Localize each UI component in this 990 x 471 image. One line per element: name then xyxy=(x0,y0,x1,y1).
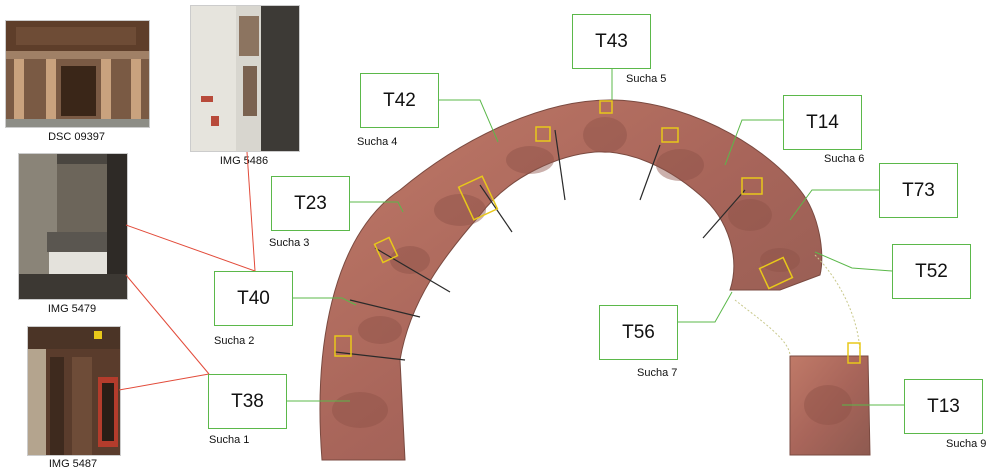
tag-t56: T56 xyxy=(599,305,678,360)
label-sucha-3: Sucha 3 xyxy=(269,237,309,249)
tag-t42: T42 xyxy=(360,73,439,128)
tag-t43: T43 xyxy=(572,14,651,69)
label-sucha-4: Sucha 4 xyxy=(357,136,397,148)
label-sucha-2: Sucha 2 xyxy=(214,335,254,347)
tag-t14: T14 xyxy=(783,95,862,150)
tag-t13: T13 xyxy=(904,379,983,434)
tag-t38: T38 xyxy=(208,374,287,429)
label-sucha-7: Sucha 7 xyxy=(637,367,677,379)
label-sucha-5: Sucha 5 xyxy=(626,73,666,85)
label-sucha-1: Sucha 1 xyxy=(209,434,249,446)
label-sucha-6: Sucha 6 xyxy=(824,153,864,165)
tag-t52: T52 xyxy=(892,244,971,299)
tag-t73: T73 xyxy=(879,163,958,218)
label-sucha-9: Sucha 9 xyxy=(946,438,986,450)
torana-arch xyxy=(320,100,822,460)
tag-t23: T23 xyxy=(271,176,350,231)
tag-t40: T40 xyxy=(214,271,293,326)
